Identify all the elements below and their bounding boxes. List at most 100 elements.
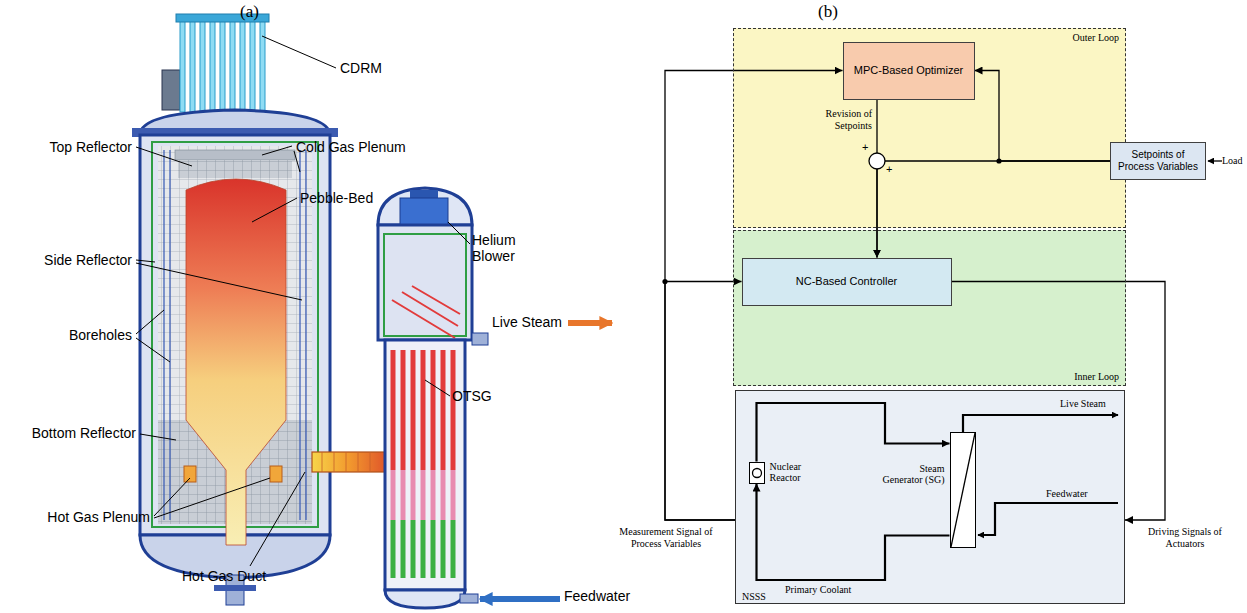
reactor-core-circle <box>752 468 761 477</box>
node-label: MPC-Based Optimizer <box>854 64 963 77</box>
branch-dot <box>662 279 667 284</box>
node-label: Inner Loop <box>1074 371 1119 383</box>
steam-generator-symbol: Steam Generator (SG) <box>950 432 976 548</box>
cdrm-rods <box>240 20 245 112</box>
leader-lines <box>425 380 450 396</box>
region-fill <box>733 28 1126 228</box>
process-box: MPC-Based Optimizer <box>843 42 975 100</box>
process-lines <box>963 161 1222 535</box>
branch-dot <box>996 158 1001 163</box>
reactor-symbol-drawing <box>750 463 764 483</box>
leader-lines <box>154 478 190 516</box>
process-lines <box>1208 160 1222 161</box>
signal-label: Measurement Signal of Process Variables <box>612 526 720 549</box>
leader-lines <box>250 472 305 566</box>
part-label: Pebble-Bed <box>300 190 400 206</box>
setpoint-box: Setpoints of Process Variables <box>1110 142 1206 180</box>
leader-lines <box>136 260 155 262</box>
steam-generator-vessel <box>385 590 465 608</box>
leader-lines <box>136 263 302 300</box>
cdrm-rods <box>200 20 205 112</box>
connector <box>877 161 1110 258</box>
steam-generator-vessel <box>568 320 612 326</box>
connector <box>757 403 950 462</box>
node-label: NC-Based Controller <box>796 275 897 288</box>
line-label: Live Steam <box>1060 398 1120 410</box>
cdrm-rods <box>180 20 185 112</box>
signal-label: Driving Signals of Actuators <box>1128 526 1242 549</box>
steam-generator-vessel <box>393 350 453 470</box>
connector <box>952 282 1166 521</box>
leader-lines <box>136 338 170 362</box>
steam-generator-vessel <box>378 225 472 340</box>
part-label: Feedwater <box>564 588 636 604</box>
part-label: Helium Blower <box>472 232 532 264</box>
steam-generator-vessel <box>472 333 488 345</box>
line-label: Primary Coolant <box>785 584 875 596</box>
summing-junction <box>869 153 885 169</box>
input-label: Load <box>1222 155 1246 167</box>
inner-loop-region: Inner Loop NC-Based Controller <box>733 230 1126 386</box>
reactor-vessel <box>175 150 295 160</box>
leader-lines <box>262 36 336 68</box>
cdrm-rods <box>220 20 225 112</box>
part-label: Top Reflector <box>8 139 132 155</box>
part-label: OTSG <box>452 388 502 404</box>
panel-label: (a) <box>240 2 270 22</box>
steam-generator-vessel <box>480 596 560 602</box>
node-label: Outer Loop <box>1073 32 1119 44</box>
panel-label: (b) <box>818 2 848 22</box>
process-lines <box>978 503 1118 535</box>
region-fill <box>733 230 1126 386</box>
cdrm-rods <box>260 20 265 112</box>
reactor-vessel <box>184 466 196 482</box>
leader-lines <box>136 36 470 566</box>
part-label: CDRM <box>340 60 400 76</box>
reactor-vessel <box>178 160 292 178</box>
sign-label: + <box>862 141 872 154</box>
reactor-vessel <box>322 452 370 472</box>
outer-loop-region: Outer LoopMPC-Based Optimizer <box>733 28 1126 228</box>
process-box: NC-Based Controller <box>742 258 952 306</box>
steam-generator-vessel <box>393 470 453 520</box>
heat-exchange-diagonal <box>951 433 975 547</box>
steam-generator-symbol-drawing <box>951 433 975 547</box>
region-fill <box>735 390 1125 604</box>
line-label: Feedwater <box>1046 488 1106 500</box>
leader-lines <box>448 222 470 244</box>
steam-generator-vessel <box>392 286 460 338</box>
leader-lines <box>136 147 192 166</box>
signal-label: Revision of Setpoints <box>820 108 872 131</box>
process-lines <box>963 415 1118 432</box>
connector <box>975 71 1111 162</box>
steam-generator-vessel <box>378 188 612 608</box>
leader-lines <box>262 146 292 155</box>
steam-generator-vessel <box>393 520 453 578</box>
part-label: Cold Gas Plenum <box>296 139 426 155</box>
cdrm-rods <box>162 70 180 110</box>
reactor-symbol: Nuclear Reactor <box>749 462 765 484</box>
leader-lines <box>252 198 297 222</box>
leader-lines <box>136 310 164 334</box>
cdrm-rods <box>162 14 269 112</box>
leader-lines <box>140 434 176 440</box>
part-label: Live Steam <box>492 314 572 330</box>
connector <box>665 282 742 521</box>
part-label: Boreholes <box>8 327 132 343</box>
node-label: NSSS <box>742 591 766 603</box>
sign-label: + <box>886 163 896 176</box>
cdrm-rods <box>230 20 235 112</box>
reactor-vessel <box>214 585 256 591</box>
node-label: Setpoints of Process Variables <box>1115 149 1201 173</box>
cdrm-rods <box>250 20 255 112</box>
leader-lines <box>154 478 270 518</box>
cdrm-rods <box>190 20 195 112</box>
cdrm-rods <box>210 20 215 112</box>
part-label: Bottom Reflector <box>2 425 136 441</box>
part-label: Hot Gas Plenum <box>2 509 150 525</box>
reactor-vessel <box>270 466 282 482</box>
